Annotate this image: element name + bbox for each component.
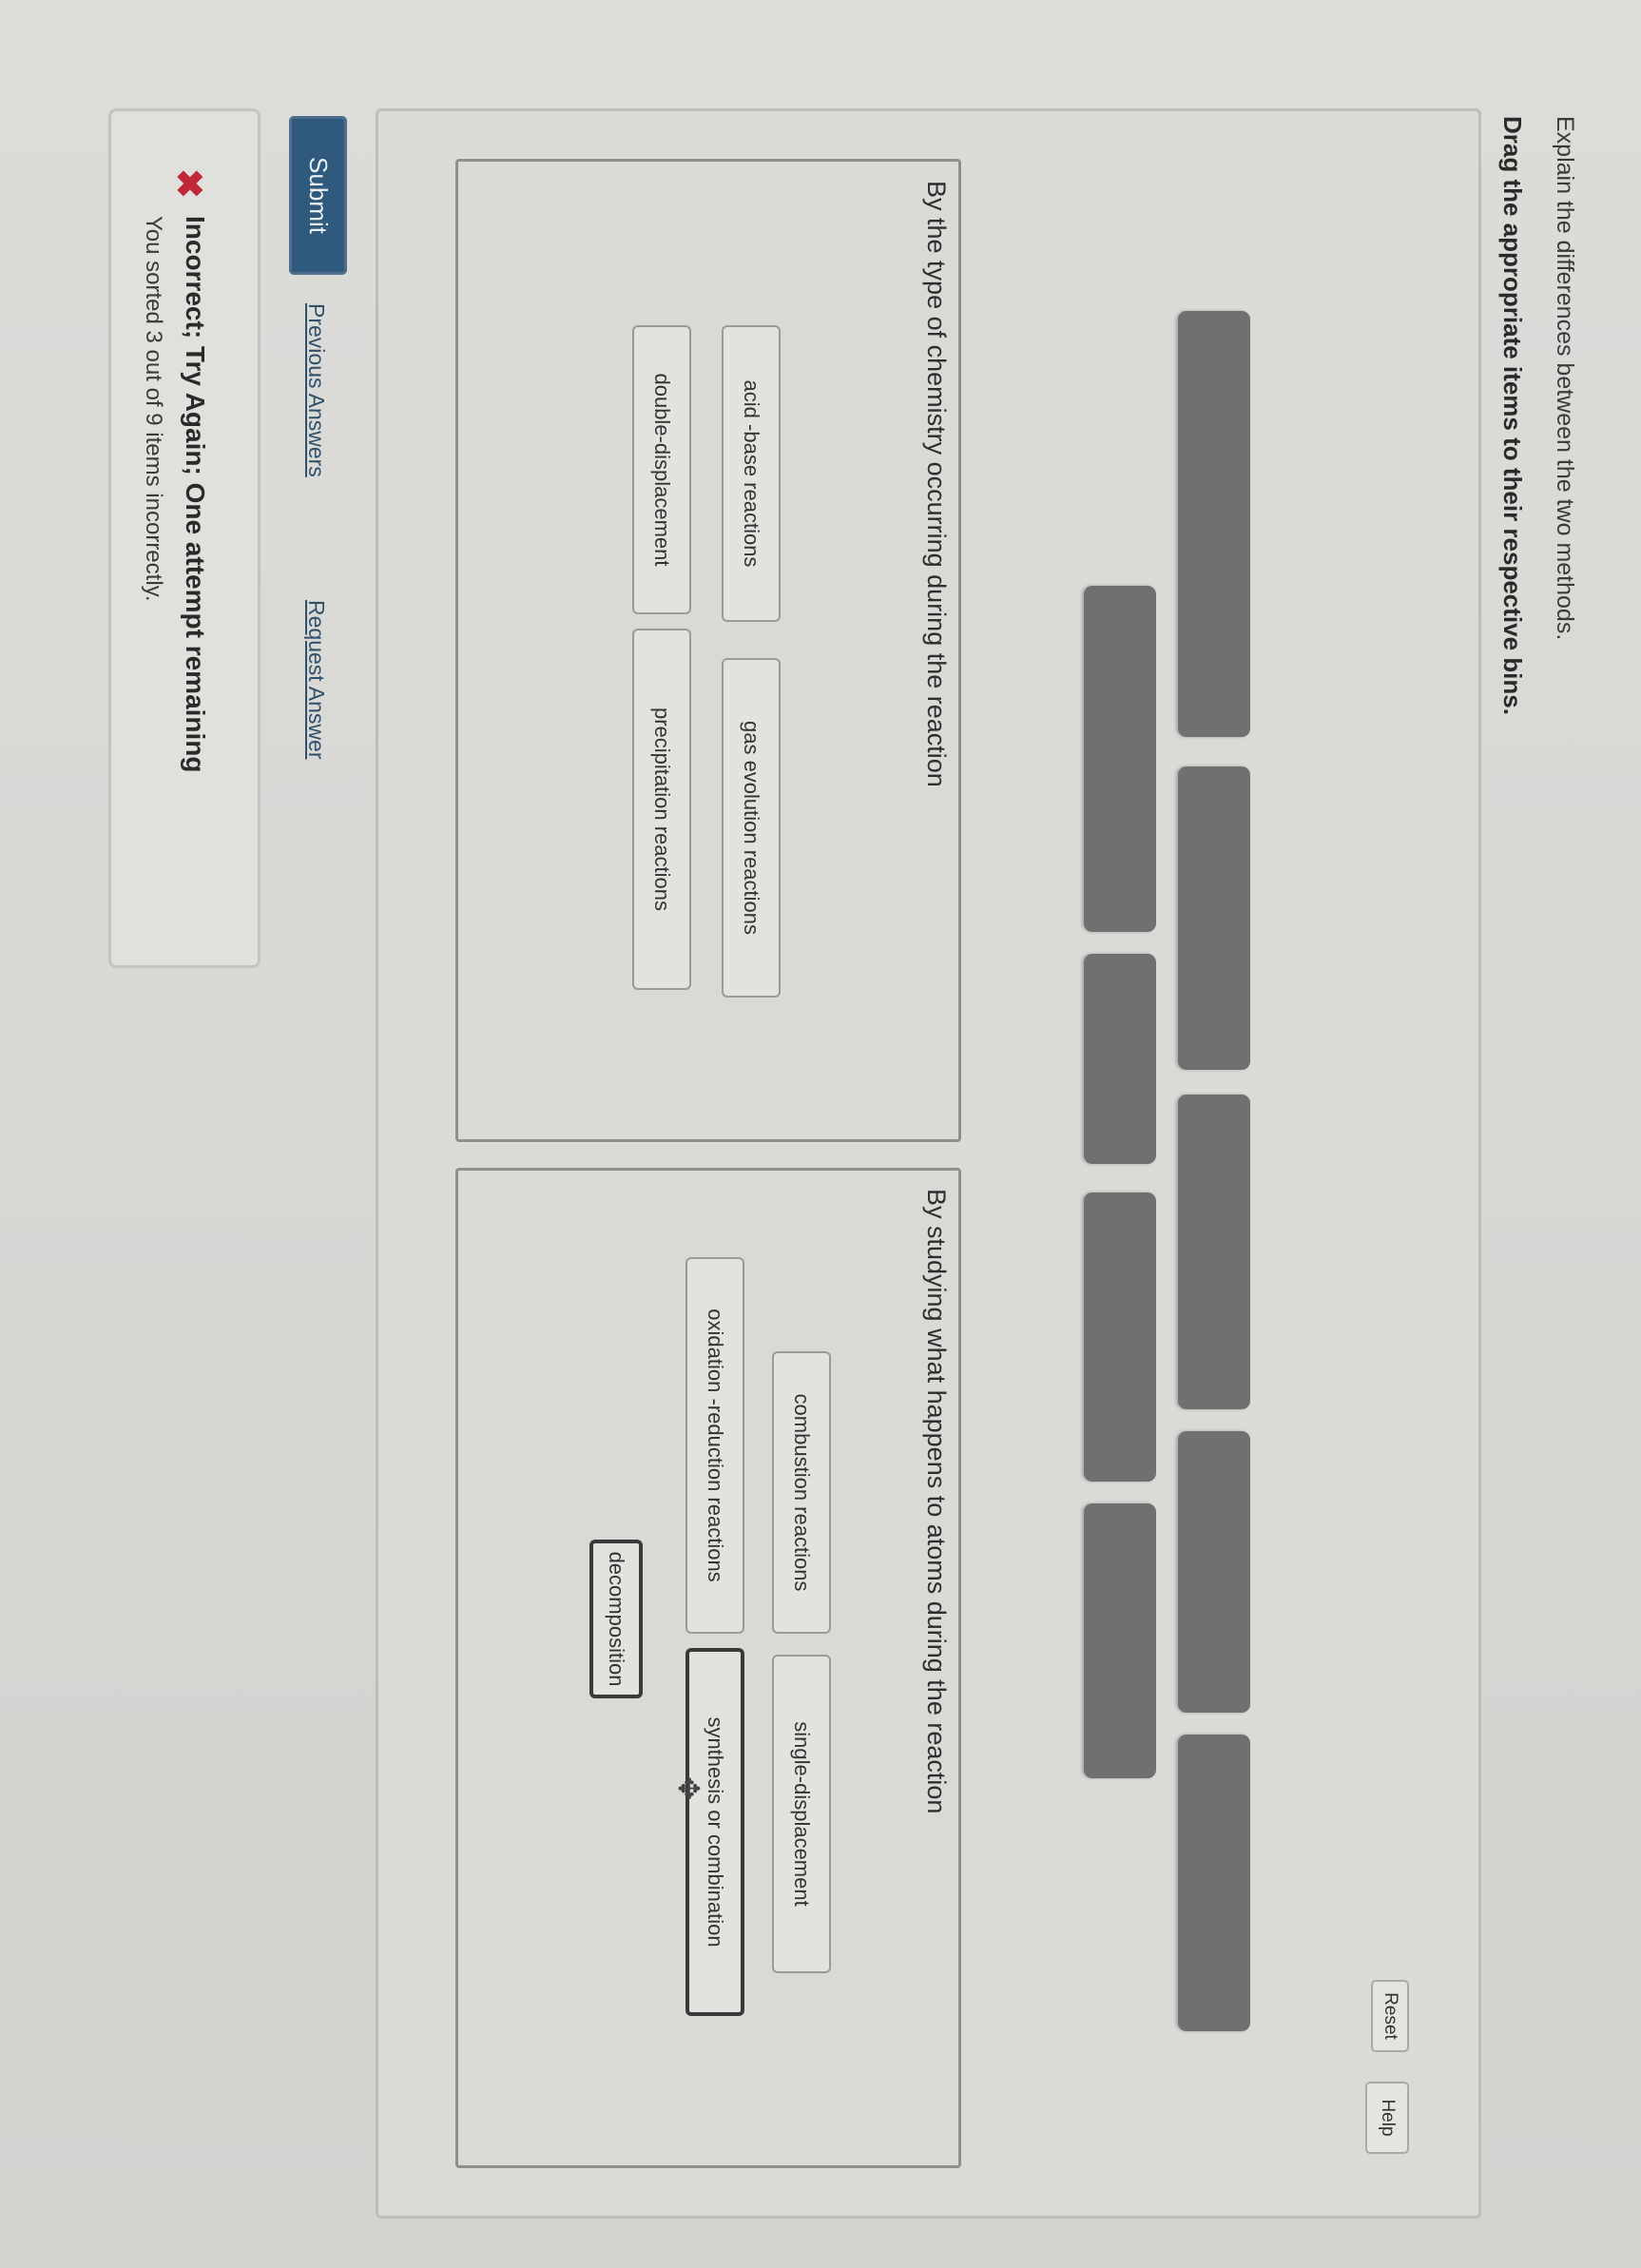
feedback-detail: You sorted 3 out of 9 items incorrectly. [141,216,166,602]
bin-chemistry-type[interactable] [455,159,961,1142]
item-chip[interactable]: single-displacement [772,1655,831,1973]
item-chip[interactable]: precipitation reactions [632,629,691,990]
empty-item-slot[interactable] [1178,766,1250,1070]
question-prompt: Explain the differences between the two … [1552,116,1578,641]
empty-item-slot[interactable] [1178,1095,1250,1409]
bin-title: By the type of chemistry occurring durin… [922,181,951,787]
x-icon: ✖ [168,168,208,199]
item-chip-selected[interactable]: synthesis or combination [685,1648,744,2016]
item-chip[interactable]: combustion reactions [772,1351,831,1634]
item-chip[interactable]: acid -base reactions [722,325,781,622]
item-chip[interactable]: double-displacement [632,325,691,614]
question-instruction: Drag the appropriate items to their resp… [1498,116,1527,715]
submit-button[interactable]: Submit [289,116,347,275]
help-button[interactable]: Help [1365,2082,1409,2154]
empty-item-slot[interactable] [1084,586,1156,932]
empty-item-slot[interactable] [1178,311,1250,737]
reset-button[interactable]: Reset [1371,1980,1409,2052]
previous-answers-link[interactable]: Previous Answers [304,303,329,477]
item-chip[interactable]: oxidation -reduction reactions [685,1257,744,1634]
empty-item-slot[interactable] [1084,1503,1156,1778]
feedback-box: ✖ Incorrect; Try Again; One attempt rema… [108,108,261,968]
bin-title: By studying what happens to atoms during… [922,1189,951,1814]
move-cursor-icon: ✥ [672,1776,704,1801]
empty-item-slot[interactable] [1178,1431,1250,1713]
item-chip-selected[interactable]: decomposition [589,1540,643,1698]
empty-item-slot[interactable] [1084,954,1156,1164]
request-answer-link[interactable]: Request Answer [304,600,329,760]
empty-item-slot[interactable] [1084,1192,1156,1482]
feedback-status: Incorrect; Try Again; One attempt remain… [181,216,210,773]
item-chip[interactable]: gas evolution reactions [722,658,781,998]
empty-item-slot[interactable] [1178,1735,1250,2031]
